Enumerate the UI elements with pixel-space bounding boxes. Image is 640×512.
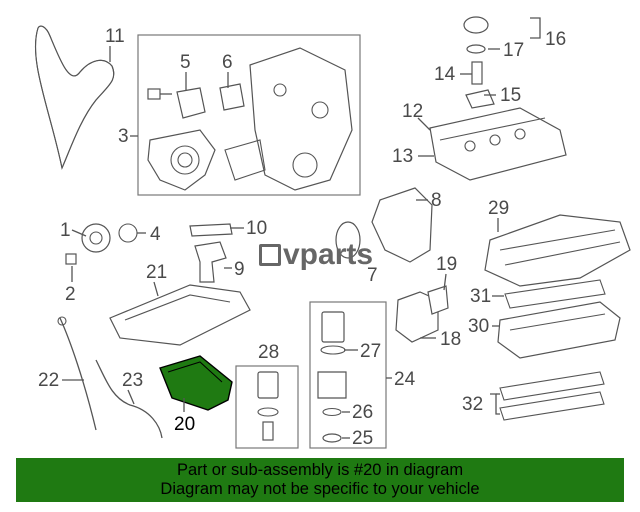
water-pump	[147, 129, 216, 191]
callout-10: 10	[246, 218, 267, 239]
timing-chain	[34, 25, 115, 170]
oil-pan-lower-highlighted	[159, 355, 233, 411]
callout-29: 29	[488, 198, 509, 219]
gasket-31	[504, 279, 606, 309]
dipstick	[59, 317, 97, 431]
bolt-2	[65, 253, 77, 265]
callout-labels: 11 3 5 6 16 17 14 15 12 13 8 29 1 4 10 9…	[38, 26, 566, 449]
logo-mark-icon	[259, 244, 281, 266]
callout-3: 3	[118, 126, 129, 147]
info-banner: Part or sub-assembly is #20 in diagram D…	[16, 458, 624, 502]
logo-text: VPARTS	[283, 238, 374, 271]
callout-31: 31	[470, 286, 491, 307]
callout-13: 13	[392, 146, 413, 167]
o-ring-4	[118, 223, 138, 243]
timing-cover	[249, 47, 353, 191]
vparts-logo: VPARTS	[259, 238, 373, 272]
leader-lines	[62, 17, 541, 439]
oil-pan-upper	[109, 284, 251, 346]
filter-bracket	[395, 285, 449, 343]
oil-pump	[335, 221, 361, 259]
banner-line-2: Diagram may not be specific to your vehi…	[160, 480, 480, 498]
oil-filler-cap	[463, 16, 489, 54]
callout-23: 23	[122, 370, 143, 391]
callout-32: 32	[462, 394, 483, 415]
gauge-guide	[465, 61, 495, 109]
gasket-6	[219, 83, 245, 111]
callout-20: 20	[174, 414, 195, 435]
gasket-5	[176, 87, 206, 119]
callout-16: 16	[545, 29, 566, 50]
crank-pulley	[81, 223, 111, 253]
oil-filter-element	[257, 371, 279, 441]
callout-26: 26	[352, 402, 373, 423]
callout-5: 5	[180, 52, 191, 73]
oil-strainer	[189, 223, 233, 283]
banner-line-1: Part or sub-assembly is #20 in diagram	[176, 461, 464, 479]
gasket-32	[499, 371, 605, 421]
bolt	[147, 88, 172, 100]
callout-8: 8	[431, 190, 442, 211]
callout-6: 6	[222, 52, 233, 73]
callout-28: 28	[258, 342, 279, 363]
group-box-28	[235, 365, 299, 449]
manifold-30	[497, 301, 621, 359]
callout-7: 7	[367, 265, 378, 286]
group-box-3	[137, 34, 361, 196]
callout-9: 9	[234, 259, 245, 280]
callout-22: 22	[38, 370, 59, 391]
valve-cover	[429, 107, 567, 181]
callout-14: 14	[434, 64, 456, 85]
intake-manifold	[484, 214, 631, 287]
oil-filter-cap	[317, 311, 347, 443]
callout-27: 27	[360, 341, 381, 362]
callout-30: 30	[468, 316, 489, 337]
callout-21: 21	[146, 262, 167, 283]
callout-25: 25	[352, 428, 373, 449]
group-box-24	[309, 301, 387, 449]
callout-17: 17	[503, 40, 524, 61]
callout-4: 4	[150, 224, 161, 245]
callout-24: 24	[394, 369, 416, 390]
callout-18: 18	[440, 329, 461, 350]
callout-19: 19	[436, 254, 457, 275]
callout-15: 15	[500, 85, 521, 106]
callout-12: 12	[402, 101, 423, 122]
callout-2: 2	[65, 284, 76, 305]
callout-1: 1	[60, 220, 71, 241]
rear-plate	[371, 187, 433, 263]
dipstick-guide	[95, 359, 163, 439]
callout-11: 11	[105, 26, 125, 47]
